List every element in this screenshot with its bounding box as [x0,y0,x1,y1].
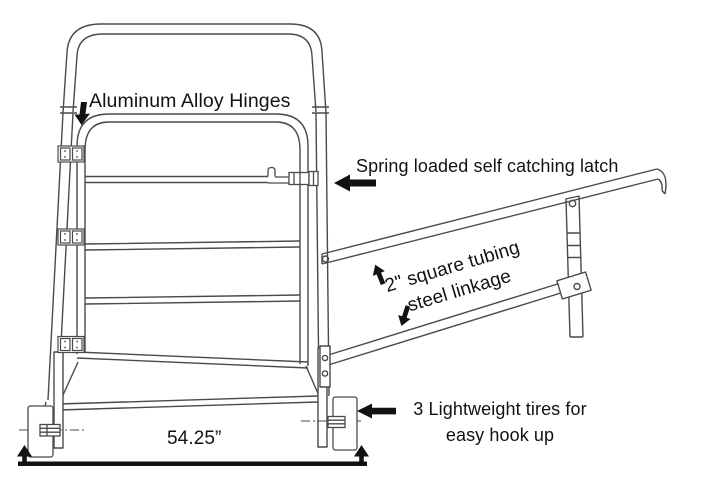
hinge-middle [57,228,85,246]
latch-label: Spring loaded self catching latch [356,156,619,176]
tires-pointer-arrow-icon [357,403,396,419]
gate-loop-outer [76,113,309,366]
tires-label: 3 Lightweight tires for easy hook up [398,396,602,448]
tubing-lower-pointer-arrow-icon [398,305,411,327]
dimension-arrow-left-icon [17,445,32,463]
top-loop-inner [72,33,317,113]
drawbar-end-cap [656,168,667,195]
gate-rail-lower [84,294,301,305]
tires-label-line1: 3 Lightweight tires for [413,399,587,419]
tires-label-line2: easy hook up [445,425,555,446]
width-dimension-line [17,445,369,466]
gate-rail-top [85,175,268,184]
hinge-top [57,145,85,163]
hinges [57,145,85,354]
pointer-arrows [74,102,411,419]
lower-bracket-bolt-1 [321,354,329,362]
upper-bar-pivot [321,255,330,263]
latch-sleeve [288,171,310,186]
tow-linkage [319,168,667,388]
hinge-bottom [57,335,85,354]
latch-handle-hook [267,166,276,177]
left-hub [39,423,61,437]
width-dimension-label: 54.25” [167,428,222,449]
hinge-pointer-arrow-icon [74,102,90,125]
lower-pivot-plate [556,271,592,300]
gate-rail-middle [84,240,301,251]
lower-frame-bracket [319,345,331,388]
latch-pointer-arrow-icon [334,174,376,192]
gate-panel [76,113,309,369]
gate-bottom-bar [76,351,309,369]
hinges-label: Aluminum Alloy Hinges [89,90,291,112]
dimension-arrow-right-icon [354,445,369,463]
axle-bar [58,395,319,411]
leg-joint-marks [60,106,329,114]
dimension-bar [18,461,367,466]
latch-assembly [267,166,319,187]
gate-loop-inner [84,121,301,364]
top-loop-outer [62,23,327,114]
right-hub [327,415,346,429]
tubing-upper-pointer-arrow-icon [372,264,386,286]
lower-bracket-bolt-2 [321,370,329,377]
hitch-post [565,195,584,338]
wheels [19,396,362,458]
lower-linkage-bar [324,281,565,367]
